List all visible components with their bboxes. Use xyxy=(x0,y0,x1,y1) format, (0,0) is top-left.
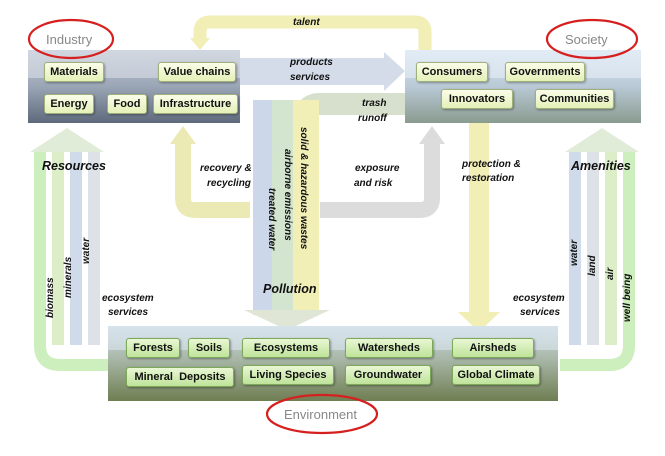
env-item-airsheds: Airsheds xyxy=(452,338,534,358)
industry-item-food: Food xyxy=(107,94,147,114)
amenities-label: Amenities xyxy=(571,159,631,173)
resources-label: Resources xyxy=(42,159,106,173)
water-left-label: water xyxy=(81,237,92,264)
resources-bend xyxy=(34,344,110,371)
products-arrow xyxy=(236,58,386,85)
trash-label: trash xyxy=(362,98,387,109)
industry-title: Industry xyxy=(46,32,93,47)
industry-item-materials: Materials xyxy=(44,62,104,82)
solid-hazardous-wastes-label: solid & hazardous wastes xyxy=(298,127,309,250)
society-highlight-circle xyxy=(545,18,639,60)
talent-label: talent xyxy=(293,17,320,28)
env-item-groundwater: Groundwater xyxy=(345,365,431,385)
products-label: products xyxy=(290,57,333,68)
exposure-arrow xyxy=(320,140,440,218)
pollution-trunk-blue xyxy=(253,100,273,315)
env-item-forests: Forests xyxy=(126,338,180,358)
land-label: land xyxy=(587,255,598,276)
society-item-consumers: Consumers xyxy=(416,62,488,82)
pollution-label: Pollution xyxy=(263,282,317,296)
ecosystem-services-left-l2: services xyxy=(108,307,149,318)
products-arrowhead xyxy=(384,52,405,91)
pollution-trunk-yellow xyxy=(293,100,319,315)
environment-title: Environment xyxy=(284,407,357,422)
biomass-label: biomass xyxy=(45,277,56,318)
industry-item-energy: Energy xyxy=(44,94,94,114)
protection-arrow xyxy=(469,118,489,316)
minerals-label: minerals xyxy=(63,256,74,298)
restoration-label: restoration xyxy=(462,173,515,184)
airborne-emissions-label: airborne emissions xyxy=(282,149,293,241)
env-item-watersheds: Watersheds xyxy=(345,338,433,358)
air-label: air xyxy=(605,267,616,280)
amenities-bend xyxy=(560,344,635,371)
ecosystem-services-left-l1: ecosystem xyxy=(102,293,154,304)
protection-arrowhead xyxy=(458,312,500,332)
env-item-soils: Soils xyxy=(188,338,230,358)
recovery-arrowhead xyxy=(170,126,196,144)
recycling-label: recycling xyxy=(207,178,251,189)
env-item-global-climate: Global Climate xyxy=(452,365,540,385)
well-being-label: well being xyxy=(622,273,633,322)
resources-arrowhead xyxy=(30,128,104,152)
env-item-living-species: Living Species xyxy=(242,365,334,385)
society-item-communities: Communities xyxy=(535,89,614,109)
environment-highlight-circle xyxy=(265,393,379,435)
ecosystem-services-right-l1: ecosystem xyxy=(513,293,565,304)
runoff-label: runoff xyxy=(358,113,387,124)
society-item-innovators: Innovators xyxy=(441,89,513,109)
water-right-label: water xyxy=(569,239,580,266)
protection-label: protection & xyxy=(462,159,521,170)
society-item-governments: Governments xyxy=(505,62,585,82)
exposure-arrowhead xyxy=(419,126,445,144)
env-item-ecosystems: Ecosystems xyxy=(242,338,330,358)
pollution-trunk-green xyxy=(272,100,294,315)
recovery-arrow xyxy=(175,140,250,218)
exposure-label: exposure xyxy=(355,163,400,174)
society-title: Society xyxy=(565,32,608,47)
amenities-arrowhead xyxy=(565,128,639,152)
and-risk-label: and risk xyxy=(354,178,393,189)
industry-highlight-circle xyxy=(27,18,115,60)
recovery-label: recovery & xyxy=(200,163,252,174)
talent-arrowhead xyxy=(190,38,210,50)
services-label: services xyxy=(290,72,331,83)
env-item-mineral-deposits: Mineral Deposits xyxy=(126,367,234,387)
pollution-arrowhead xyxy=(244,310,330,330)
talent-arrow xyxy=(193,15,432,52)
industry-item-value-chains: Value chains xyxy=(158,62,236,82)
ecosystem-services-right-l2: services xyxy=(520,307,561,318)
industry-item-infrastructure: Infrastructure xyxy=(153,94,238,114)
treated-water-label: treated water xyxy=(266,188,277,251)
